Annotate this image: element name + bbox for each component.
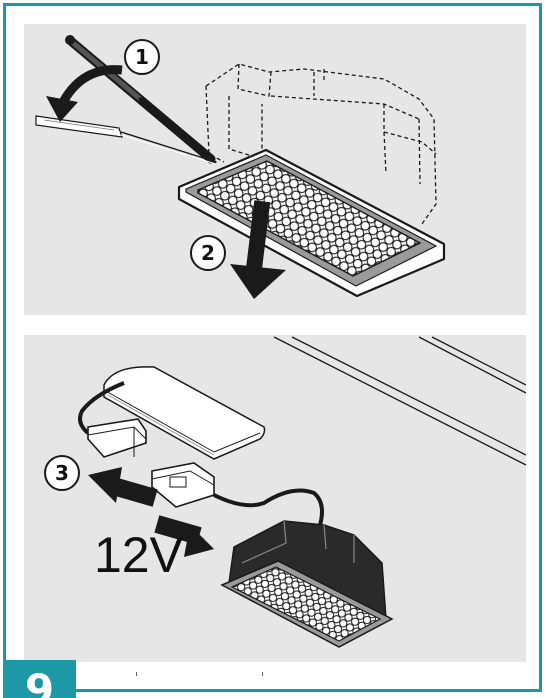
lamp-housing [220, 520, 394, 648]
step-2-badge: 2 [190, 235, 226, 271]
ceiling-edge [273, 336, 526, 466]
housing-outline [205, 63, 437, 225]
step-1-badge: 1 [124, 39, 160, 75]
page-number-tab: 9 [3, 660, 76, 698]
step-3-badge: 3 [44, 455, 80, 491]
light-board [103, 366, 266, 460]
remove-filter-illustration [35, 35, 446, 299]
left-arrow-icon [88, 467, 158, 507]
screwdriver-ghost-icon [35, 115, 217, 165]
tick-mark [136, 672, 137, 676]
tick-mark [262, 672, 263, 676]
rotate-arrow-icon [46, 65, 123, 122]
step-panel-disconnect: 3 12V [24, 335, 526, 662]
voltage-label: 12V [94, 527, 183, 583]
connector-male [151, 462, 215, 508]
cable-housing [213, 488, 324, 526]
right-arrow-icon [154, 515, 214, 557]
step-panel-remove-filter: 1 2 [24, 24, 526, 315]
disconnect-illustration [78, 336, 526, 648]
down-arrow-icon [230, 200, 286, 299]
cable-board [78, 381, 125, 435]
filter-tray [177, 148, 446, 298]
connector-female [87, 418, 147, 458]
